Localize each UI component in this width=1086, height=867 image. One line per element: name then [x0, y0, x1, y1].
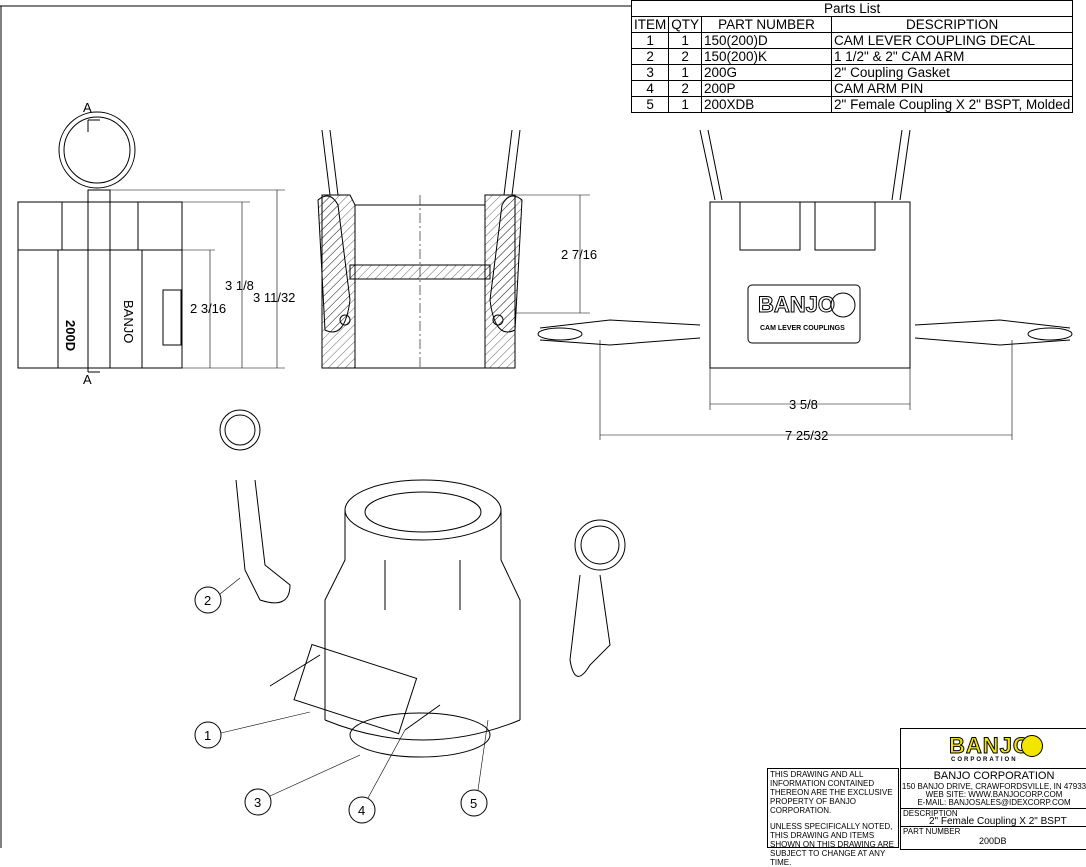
balloons: 1 2 3 4 5	[194, 577, 489, 824]
cell-description: 2" Female Coupling X 2" BSPT, Molded	[831, 96, 1074, 113]
front-view-right: BANJO CAM LEVER COUPLINGS 3 5/8 7 25/32	[537, 129, 1073, 443]
balloon-1: 1	[194, 711, 311, 749]
company-name: BANJO CORPORATION	[933, 770, 1055, 782]
dim-7-25-32: 7 25/32	[785, 428, 828, 443]
cell-qty: 2	[668, 48, 703, 65]
col-part-number: PART NUMBER	[701, 16, 833, 33]
cell-item: 3	[630, 64, 670, 81]
balloon-4: 4	[348, 729, 406, 824]
part-number-label: PART NUMBER	[903, 827, 961, 836]
company-info: BANJO CORPORATION 150 BANJO DRIVE, CRAWF…	[900, 768, 1086, 810]
property-notice: THIS DRAWING AND ALL INFORMATION CONTAIN…	[767, 768, 899, 867]
section-view: 2 7/16	[317, 129, 597, 369]
col-qty: QTY	[668, 16, 703, 33]
logo-box: BANJO CORPORATION	[900, 728, 1086, 770]
banjo-logo: BANJO CORPORATION	[948, 733, 1043, 763]
balloon-1-label: 1	[204, 728, 211, 743]
section-label-top: A	[83, 100, 92, 115]
balloon-3: 3	[244, 754, 361, 816]
drawing-sheet: 200D BANJO A A 2 3/16 3 1/8 3 11/32 2 7/…	[0, 5, 1073, 848]
cell-qty: 2	[668, 80, 703, 97]
description-value: 2" Female Coupling X 2" BSPT	[929, 816, 1067, 827]
cell-qty: 1	[668, 64, 703, 81]
parts-list-table: Parts List ITEM QTY PART NUMBER DESCRIPT…	[630, 0, 1074, 113]
section-label-bottom: A	[83, 372, 92, 387]
dim-3-5-8: 3 5/8	[789, 397, 818, 412]
parts-list-title-row: Parts List	[630, 0, 1074, 17]
parts-list-header-row: ITEM QTY PART NUMBER DESCRIPTION	[630, 16, 1074, 33]
col-description: DESCRIPTION	[831, 16, 1074, 33]
cell-description: 1 1/2" & 2" CAM ARM	[831, 48, 1074, 65]
balloon-2-label: 2	[204, 593, 211, 608]
decal-text: CAM LEVER COUPLINGS	[760, 325, 845, 332]
cell-item: 2	[630, 48, 670, 65]
balloon-5: 5	[460, 719, 489, 817]
cell-item: 5	[630, 96, 670, 113]
logo-text: BANJO	[948, 733, 1032, 759]
property-notice-text: THIS DRAWING AND ALL INFORMATION CONTAIN…	[770, 770, 893, 815]
balloon-3-label: 3	[254, 795, 261, 810]
balloon-4-label: 4	[358, 803, 365, 818]
balloon-5-label: 5	[470, 796, 477, 811]
cell-description: 2" Coupling Gasket	[831, 64, 1074, 81]
cell-description: CAM LEVER COUPLING DECAL	[831, 32, 1074, 49]
dim-3-11-32: 3 11/32	[253, 290, 295, 305]
cell-part-number: 150(200)D	[701, 32, 833, 49]
logo-circle-icon	[1021, 735, 1043, 757]
cell-item: 4	[630, 80, 670, 97]
part-number-box: PART NUMBER 200DB	[900, 826, 1086, 850]
cell-item: 1	[630, 32, 670, 49]
company-address: 150 BANJO DRIVE, CRAWFORDSVILLE, IN 4793…	[901, 782, 1086, 791]
parts-list-title: Parts List	[630, 0, 1074, 17]
change-notice-text: UNLESS SPECIFICALLY NOTED, THIS DRAWING …	[770, 822, 895, 867]
cell-part-number: 200P	[701, 80, 833, 97]
balloon-2: 2	[194, 577, 241, 614]
dim-2-3-16: 2 3/16	[190, 301, 226, 316]
cell-qty: 1	[668, 32, 703, 49]
company-website: WEB SITE: WWW.BANJOCORP.COM	[925, 790, 1063, 799]
cell-part-number: 200G	[701, 64, 833, 81]
logo-subtext: CORPORATION	[951, 757, 1018, 763]
description-box: DESCRIPTION 2" Female Coupling X 2" BSPT	[900, 808, 1086, 828]
company-email: E-MAIL: BANJOSALES@IDEXCORP.COM	[917, 798, 1071, 807]
isometric-view	[219, 409, 626, 758]
col-item: ITEM	[630, 16, 670, 33]
cell-description: CAM ARM PIN	[831, 80, 1074, 97]
brand-logo-outline: BANJO	[758, 292, 835, 317]
part-number-value: 200DB	[979, 836, 1007, 846]
dim-2-7-16: 2 7/16	[561, 247, 597, 262]
description-label: DESCRIPTION	[903, 809, 958, 818]
body-marking: 200D	[63, 320, 78, 351]
cell-part-number: 200XDB	[701, 96, 833, 113]
cell-qty: 1	[668, 96, 703, 113]
cell-part-number: 150(200)K	[701, 48, 833, 65]
side-view-left: 200D BANJO A A 2 3/16 3 1/8 3 11/32	[17, 100, 295, 387]
dim-3-1-8: 3 1/8	[225, 278, 254, 293]
brand-marking: BANJO	[121, 300, 136, 343]
